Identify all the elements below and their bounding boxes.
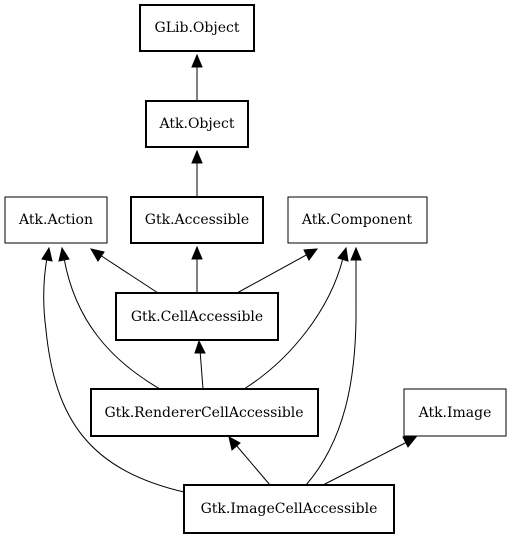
arrowhead-atk-image xyxy=(402,436,418,448)
edge-image-cell-to-atk-image xyxy=(322,441,408,486)
node-label-atk-image: Atk.Image xyxy=(418,405,492,421)
node-label-atk-object: Atk.Object xyxy=(159,116,235,132)
arrowhead-atk-object xyxy=(191,149,203,164)
arrowhead-renderer-from-image-cell xyxy=(228,436,241,451)
arrowhead-atk-action-from-image-cell xyxy=(41,246,53,262)
edge-image-cell-to-atk-component xyxy=(305,258,357,486)
edge-renderer-to-cell-accessible xyxy=(199,349,204,390)
node-gtk-cell-accessible[interactable]: Gtk.CellAccessible xyxy=(115,292,279,341)
arrowhead-atk-component-from-renderer xyxy=(337,246,349,262)
arrowhead-gtk-accessible xyxy=(191,245,203,260)
edges xyxy=(41,53,418,493)
node-label-atk-action: Atk.Action xyxy=(18,212,93,228)
arrowhead-cell-accessible-from-renderer xyxy=(194,339,206,354)
node-label-gtk-renderer-cell-accessible: Gtk.RendererCellAccessible xyxy=(104,405,303,421)
node-atk-object[interactable]: Atk.Object xyxy=(145,100,249,148)
node-label-gtk-accessible: Gtk.Accessible xyxy=(145,212,249,228)
node-gtk-image-cell-accessible[interactable]: Gtk.ImageCellAccessible xyxy=(183,484,395,534)
node-atk-image[interactable]: Atk.Image xyxy=(403,388,507,437)
node-gtk-accessible[interactable]: Gtk.Accessible xyxy=(130,196,264,244)
edge-image-cell-to-renderer xyxy=(235,444,271,486)
arrowhead-atk-component-from-image-cell xyxy=(350,246,362,261)
arrowhead-atk-component-from-cell xyxy=(303,248,319,261)
node-label-gtk-cell-accessible: Gtk.CellAccessible xyxy=(131,309,263,325)
node-glib-object[interactable]: GLib.Object xyxy=(139,4,255,52)
node-label-atk-component: Atk.Component xyxy=(301,212,413,228)
node-atk-component[interactable]: Atk.Component xyxy=(287,196,428,244)
node-gtk-renderer-cell-accessible[interactable]: Gtk.RendererCellAccessible xyxy=(90,388,319,437)
edge-image-cell-to-atk-action xyxy=(43,257,185,493)
node-label-gtk-image-cell-accessible: Gtk.ImageCellAccessible xyxy=(201,501,378,517)
arrowhead-glib-object xyxy=(191,53,203,68)
node-atk-action[interactable]: Atk.Action xyxy=(4,196,108,244)
edge-cell-accessible-to-atk-action xyxy=(99,254,159,294)
node-label-glib-object: GLib.Object xyxy=(155,20,240,36)
edge-cell-accessible-to-atk-component xyxy=(236,253,309,294)
edge-renderer-to-atk-action xyxy=(63,257,161,390)
edge-renderer-to-atk-component xyxy=(243,257,344,390)
arrowhead-atk-action-from-renderer xyxy=(58,246,70,262)
arrowhead-atk-action-from-cell xyxy=(89,248,105,262)
